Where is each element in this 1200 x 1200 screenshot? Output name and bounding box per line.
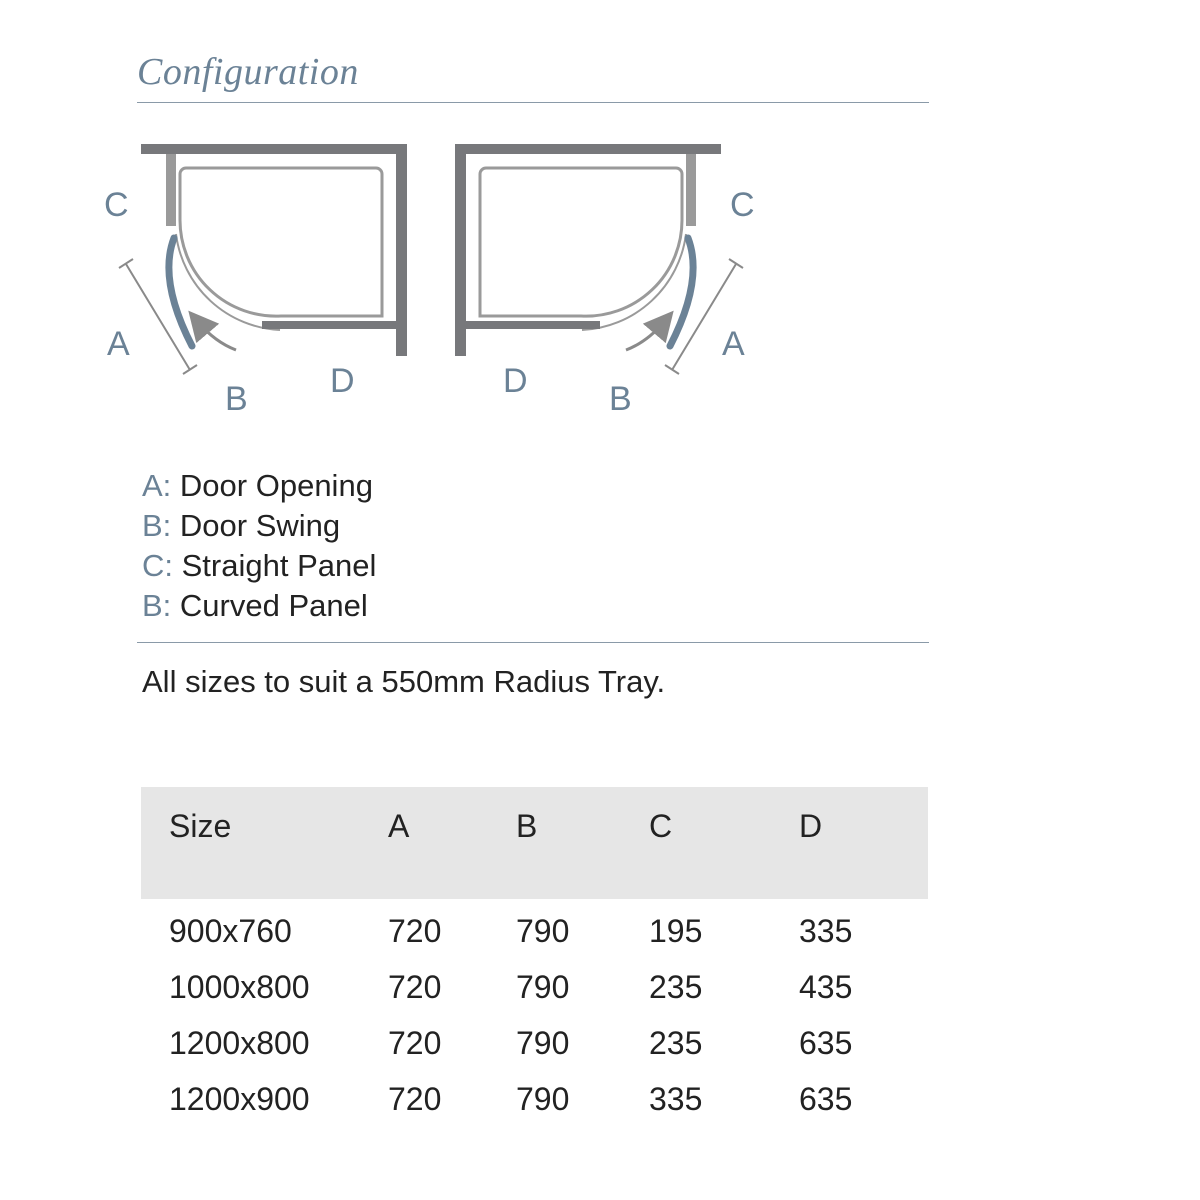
- header-c: C: [649, 808, 673, 844]
- legend-key: B:: [142, 588, 172, 623]
- cell-b: 790: [516, 1081, 570, 1117]
- cell-size: 1200x800: [169, 1025, 310, 1061]
- right-side-wall: [455, 144, 466, 356]
- left-tray-curve-outer: [175, 233, 281, 331]
- legend-item: A: Door Opening: [142, 466, 376, 506]
- right-tray-curve-outer: [581, 233, 687, 331]
- legend-key: A:: [142, 468, 172, 503]
- left-dimension-line: [118, 258, 198, 375]
- right-curved-door: [666, 234, 697, 350]
- page-title: Configuration: [137, 51, 359, 93]
- right-label-d: D: [503, 362, 528, 400]
- tray-note: All sizes to suit a 550mm Radius Tray.: [142, 664, 666, 699]
- legend-key: C:: [142, 548, 173, 583]
- cell-c: 235: [649, 1025, 703, 1061]
- table-row: 1200x800 720 790 235 635: [141, 1025, 928, 1081]
- left-straight-panel: [166, 154, 176, 226]
- legend: A: Door Opening B: Door Swing C: Straigh…: [142, 466, 376, 626]
- cell-size: 1000x800: [169, 969, 310, 1005]
- cell-d: 635: [799, 1025, 853, 1061]
- cell-b: 790: [516, 969, 570, 1005]
- left-label-b: B: [225, 380, 248, 418]
- cell-a: 720: [388, 1025, 442, 1061]
- right-straight-panel: [686, 154, 696, 226]
- cell-b: 790: [516, 913, 570, 949]
- cell-d: 635: [799, 1081, 853, 1117]
- cell-a: 720: [388, 1081, 442, 1117]
- table-row: 900x760 720 790 195 335: [141, 913, 928, 969]
- cell-size: 1200x900: [169, 1081, 310, 1117]
- left-side-wall: [396, 144, 407, 356]
- right-dimension-line: [664, 258, 744, 375]
- left-label-a: A: [107, 325, 130, 363]
- cell-c: 235: [649, 969, 703, 1005]
- legend-item: B: Curved Panel: [142, 586, 376, 626]
- left-curved-door: [165, 234, 196, 350]
- table-row: 1200x900 720 790 335 635: [141, 1081, 928, 1137]
- header-d: D: [799, 808, 823, 844]
- cell-size: 900x760: [169, 913, 292, 949]
- table-body: 900x760 720 790 195 335 1000x800 720 790…: [141, 899, 928, 1137]
- header-a: A: [388, 808, 410, 844]
- left-swing-arrow: [188, 310, 237, 352]
- cell-b: 790: [516, 1025, 570, 1061]
- cell-d: 435: [799, 969, 853, 1005]
- left-label-d: D: [330, 362, 355, 400]
- legend-item: C: Straight Panel: [142, 546, 376, 586]
- cell-a: 720: [388, 969, 442, 1005]
- left-tray-outline: [178, 166, 384, 318]
- legend-text: Door Opening: [179, 468, 373, 503]
- configuration-diagram: C A B D C A B D: [104, 144, 755, 418]
- right-label-c: C: [730, 186, 755, 224]
- right-tray-outline: [478, 166, 684, 318]
- left-top-wall: [141, 144, 407, 154]
- right-enclosure: [455, 144, 744, 375]
- title-divider: [137, 102, 929, 103]
- right-label-a: A: [722, 325, 745, 363]
- cell-a: 720: [388, 913, 442, 949]
- sizes-table: Size A B C D 900x760 720 790 195 335 100…: [141, 787, 928, 1137]
- left-bottom-panel: [262, 321, 396, 329]
- right-swing-arrow: [625, 310, 674, 352]
- right-bottom-panel: [466, 321, 600, 329]
- header-size: Size: [169, 808, 232, 844]
- legend-divider: [137, 642, 929, 643]
- left-enclosure: C A B D: [104, 144, 407, 418]
- legend-text: Door Swing: [179, 508, 341, 543]
- legend-key: B:: [142, 508, 172, 543]
- right-top-wall: [455, 144, 721, 154]
- legend-text: Curved Panel: [179, 588, 368, 623]
- cell-d: 335: [799, 913, 853, 949]
- legend-text: Straight Panel: [181, 548, 377, 583]
- cell-c: 195: [649, 913, 703, 949]
- right-label-b: B: [609, 380, 632, 418]
- cell-c: 335: [649, 1081, 703, 1117]
- legend-item: B: Door Swing: [142, 506, 376, 546]
- table-row: 1000x800 720 790 235 435: [141, 969, 928, 1025]
- header-b: B: [516, 808, 538, 844]
- left-label-c: C: [104, 186, 129, 224]
- table-header: Size A B C D: [141, 787, 928, 899]
